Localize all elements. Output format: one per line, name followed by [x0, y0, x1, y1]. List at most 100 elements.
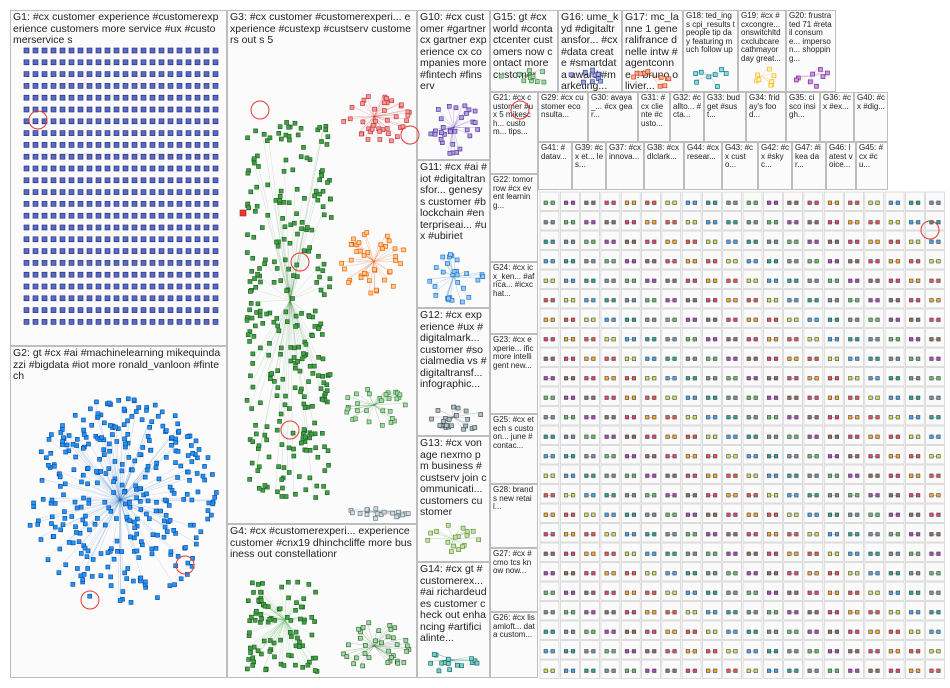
small-group-box[interactable]: [580, 308, 600, 328]
small-group-box[interactable]: [620, 250, 641, 270]
small-group-box[interactable]: [539, 230, 560, 250]
small-group-box[interactable]: [803, 269, 824, 289]
small-group-box[interactable]: [925, 289, 946, 309]
small-group-box[interactable]: [803, 289, 824, 309]
small-group-box[interactable]: [742, 250, 763, 270]
small-group-box[interactable]: [864, 269, 885, 289]
small-group-box[interactable]: [559, 289, 580, 309]
small-group-box[interactable]: [661, 269, 682, 289]
small-group-box[interactable]: [803, 211, 824, 231]
small-group-box[interactable]: [742, 211, 763, 231]
small-group-box[interactable]: [803, 191, 824, 211]
group-g18[interactable]: G18: ted_ings cpi_results t people tip d…: [683, 10, 738, 92]
small-group-box[interactable]: [580, 191, 600, 211]
small-group-box[interactable]: [681, 211, 702, 231]
small-group-box[interactable]: [884, 269, 905, 289]
group-g47[interactable]: G47: #ikea dar...: [792, 142, 826, 190]
small-group-box[interactable]: [844, 191, 864, 211]
small-group-box[interactable]: [742, 230, 763, 250]
small-group-box[interactable]: [823, 289, 844, 309]
small-group-box[interactable]: [600, 191, 621, 211]
group-g14[interactable]: G14: #cx gt #customerex... #ai richardeu…: [417, 562, 490, 678]
group-g29[interactable]: G29: #cx customer econsulta...: [538, 92, 588, 142]
small-group-box[interactable]: [641, 230, 661, 250]
small-group-box[interactable]: [600, 230, 621, 250]
small-group-box[interactable]: [742, 191, 763, 211]
small-group-box[interactable]: [641, 289, 661, 309]
small-group-box[interactable]: [722, 230, 743, 250]
small-group-box[interactable]: [681, 289, 702, 309]
group-g37[interactable]: G37: #cx innova...: [606, 142, 644, 190]
small-group-box[interactable]: [620, 191, 641, 211]
small-group-box[interactable]: [580, 289, 600, 309]
small-group-box[interactable]: [661, 191, 682, 211]
group-g42[interactable]: G42: #cx #skyc...: [758, 142, 792, 190]
small-group-box[interactable]: [681, 191, 702, 211]
small-group-box[interactable]: [884, 211, 905, 231]
small-group-box[interactable]: [864, 211, 885, 231]
group-g43[interactable]: G43: #cx custo...: [722, 142, 758, 190]
small-group-box[interactable]: [823, 191, 844, 211]
small-group-box[interactable]: [905, 230, 925, 250]
small-group-box[interactable]: [641, 269, 661, 289]
small-group-box[interactable]: [905, 250, 925, 270]
group-g46[interactable]: G46: latest voice...: [826, 142, 856, 190]
small-group-box[interactable]: [539, 308, 560, 328]
group-g31[interactable]: G31: #cx cliente #custo...: [638, 92, 670, 142]
small-group-box[interactable]: [539, 191, 560, 211]
group-g16[interactable]: G16: ume_kyd #digitaltransfor... #cx #da…: [558, 10, 622, 92]
small-group-box[interactable]: [559, 250, 580, 270]
small-group-box[interactable]: [844, 289, 864, 309]
small-group-box[interactable]: [823, 211, 844, 231]
small-group-box[interactable]: [783, 230, 803, 250]
small-group-box[interactable]: [864, 230, 885, 250]
small-group-box[interactable]: [905, 269, 925, 289]
small-group-box[interactable]: [620, 289, 641, 309]
group-g30[interactable]: G30: avaya_... #cx gear...: [588, 92, 638, 142]
group-g35[interactable]: G35: cisco insigh...: [786, 92, 820, 142]
group-g32[interactable]: G32: #callto... #cta...: [670, 92, 704, 142]
small-group-box[interactable]: [783, 250, 803, 270]
small-group-box[interactable]: [620, 211, 641, 231]
small-group-box[interactable]: [559, 191, 580, 211]
small-group-box[interactable]: [762, 191, 783, 211]
small-group-box[interactable]: [783, 191, 803, 211]
small-group-box[interactable]: [681, 250, 702, 270]
small-group-box[interactable]: [905, 289, 925, 309]
group-g25[interactable]: G25: #cx etech s custoon... june #contac…: [490, 414, 538, 484]
group-g28[interactable]: G28: brands new retail...: [490, 484, 538, 548]
group-g24[interactable]: G24: #cx icx_ken... #africa... #icxchat.…: [490, 262, 538, 334]
group-g40[interactable]: G40: #cx #dig...: [854, 92, 888, 142]
small-group-box[interactable]: [539, 289, 560, 309]
small-group-box[interactable]: [580, 269, 600, 289]
small-group-box[interactable]: [742, 289, 763, 309]
small-group-box[interactable]: [641, 250, 661, 270]
small-group-box[interactable]: [600, 269, 621, 289]
small-group-box[interactable]: [580, 211, 600, 231]
group-g19[interactable]: G19: #cx #cxcongre... onswitchltd cxclub…: [738, 10, 786, 92]
small-group-box[interactable]: [702, 289, 722, 309]
small-group-box[interactable]: [864, 289, 885, 309]
small-group-box[interactable]: [702, 269, 722, 289]
small-group-box[interactable]: [702, 230, 722, 250]
group-g44[interactable]: G44: #cx resear...: [684, 142, 722, 190]
small-group-box[interactable]: [620, 269, 641, 289]
small-group-box[interactable]: [925, 250, 946, 270]
small-group-box[interactable]: [722, 250, 743, 270]
small-group-box[interactable]: [702, 191, 722, 211]
group-g21[interactable]: G21: #cx customer #ux 5 mikesch... custo…: [490, 92, 538, 174]
small-group-box[interactable]: [783, 289, 803, 309]
small-group-box[interactable]: [539, 269, 560, 289]
small-group-box[interactable]: [864, 191, 885, 211]
small-group-box[interactable]: [803, 230, 824, 250]
group-g12[interactable]: G12: #cx experience #ux #digitalmark... …: [417, 308, 490, 436]
small-group-box[interactable]: [823, 250, 844, 270]
small-group-box[interactable]: [762, 230, 783, 250]
small-group-box[interactable]: [925, 211, 946, 231]
small-group-box[interactable]: [559, 308, 580, 328]
small-group-box[interactable]: [762, 211, 783, 231]
group-g33[interactable]: G33: budget #sust...: [704, 92, 746, 142]
small-group-box[interactable]: [661, 289, 682, 309]
small-group-box[interactable]: [823, 269, 844, 289]
small-group-box[interactable]: [925, 230, 946, 250]
